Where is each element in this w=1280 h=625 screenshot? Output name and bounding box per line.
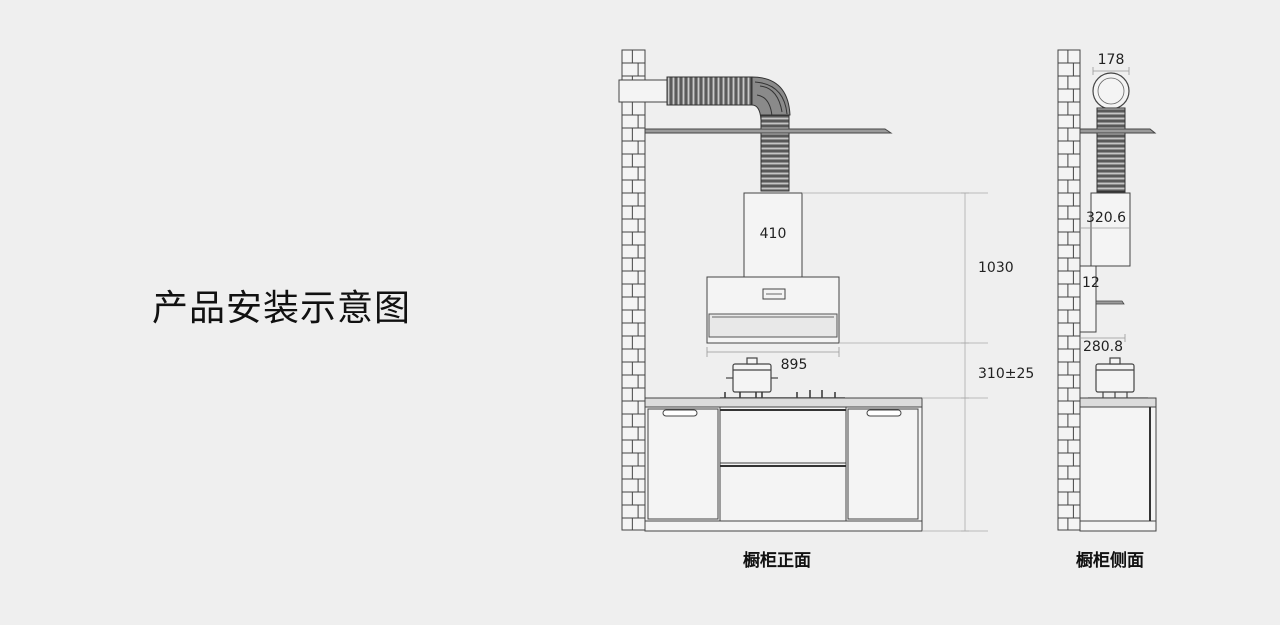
side-duct-cover — [1090, 192, 1131, 267]
flexible-exhaust-duct — [666, 76, 791, 192]
range-hood-body — [706, 276, 840, 344]
front-view: 410 895 — [618, 49, 1034, 571]
side-duct-elbow — [1092, 72, 1130, 110]
height-above-label: 1030 — [978, 260, 1014, 276]
side-hood-lip — [1095, 300, 1125, 305]
hood-depth-dimension — [1080, 334, 1126, 342]
hood-width-label: 895 — [781, 357, 808, 373]
pipe-diameter-label: 178 — [1098, 52, 1125, 68]
install-height-label: 310±25 — [978, 366, 1034, 382]
pipe-diameter-dimension — [1092, 67, 1130, 75]
side-cooking-pot — [1088, 357, 1148, 399]
side-kitchen-cabinet — [1079, 397, 1157, 532]
side-view: 178 320.6 12 280.8 — [1057, 49, 1157, 571]
front-cooking-pot — [726, 357, 778, 393]
hood-display-panel — [762, 288, 786, 300]
front-view-caption: 橱柜正面 — [743, 550, 811, 571]
hood-depth-label: 280.8 — [1083, 339, 1123, 355]
side-upper-shelf — [1079, 128, 1157, 134]
side-brick-wall — [1057, 49, 1081, 531]
wall-duct-sleeve — [618, 79, 668, 103]
side-depth-label: 320.6 — [1086, 210, 1126, 226]
front-brick-wall — [621, 49, 646, 531]
front-kitchen-cabinet — [644, 397, 923, 532]
front-height-dimensions — [802, 192, 988, 532]
side-flexible-duct — [1096, 107, 1126, 193]
front-upper-shelf — [644, 128, 893, 134]
side-duct-elbow-inner — [1097, 77, 1125, 105]
duct-width-label: 410 — [760, 226, 787, 242]
duct-cover — [743, 192, 803, 278]
page-title: 产品安装示意图 — [152, 288, 412, 329]
side-view-caption: 橱柜侧面 — [1076, 550, 1144, 571]
panel-thickness-label: 12 — [1082, 275, 1100, 291]
hood-width-dimension — [706, 347, 840, 357]
side-hood-panel — [1079, 265, 1097, 333]
